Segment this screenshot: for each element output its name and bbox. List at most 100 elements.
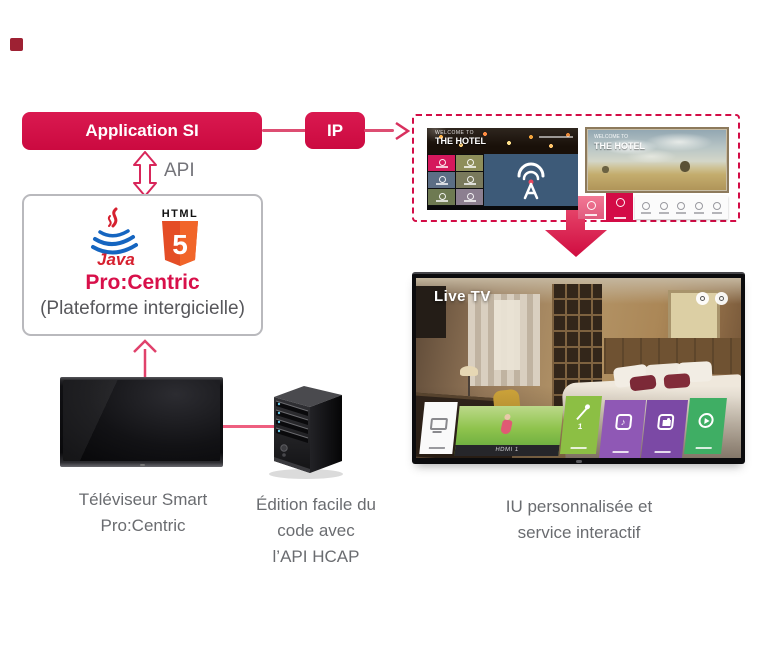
launcher-tile-home xyxy=(419,402,458,454)
application-si-label: Application SI xyxy=(85,121,199,140)
screen-gloss xyxy=(63,380,220,461)
welcome-text: WELCOME TO THE HOTEL xyxy=(435,130,486,146)
launcher-tile-music: ♪ xyxy=(598,400,647,458)
caption-server-line3: l’API HCAP xyxy=(272,547,360,566)
corner-marker xyxy=(10,38,23,51)
menu-item-icon xyxy=(657,201,671,214)
connector-appsi-ip xyxy=(262,129,306,132)
hotel-menu-screen: WELCOME TO THE HOTEL xyxy=(427,128,578,210)
html5-digit: 5 xyxy=(172,229,188,260)
java-text: Java xyxy=(97,250,135,268)
caption-server: Édition facile du code avec l’API HCAP xyxy=(240,492,392,570)
menu-tile xyxy=(428,155,455,171)
welcome-text: WELCOME TO THE HOTEL xyxy=(594,134,645,151)
screen-settings-button xyxy=(715,292,728,305)
logo-row: Java HTML 5 xyxy=(24,204,261,268)
lg-logo-dot xyxy=(575,460,582,463)
screen-bottom-bar xyxy=(427,206,578,210)
menu-item-icon xyxy=(710,201,724,214)
server-tower-icon xyxy=(269,386,343,479)
ip-label: IP xyxy=(326,120,344,140)
launcher-tile-media xyxy=(640,400,689,458)
caption-tv-line2: Pro:Centric xyxy=(100,516,186,535)
landscape-menu-row xyxy=(578,193,728,223)
tile-label xyxy=(695,447,712,449)
arrow-up-icon xyxy=(133,339,157,380)
launcher-tile-livetv: 1 xyxy=(559,396,603,454)
caption-ui: IU personnalisée et service interactif xyxy=(437,494,721,546)
html-text: HTML xyxy=(161,208,198,220)
api-double-arrow-icon xyxy=(133,151,157,197)
welcome-small: WELCOME TO xyxy=(435,130,474,136)
tile-label xyxy=(428,447,445,449)
music-icon: ♪ xyxy=(614,414,633,430)
application-si-node: Application SI xyxy=(22,112,262,150)
procentric-title: Pro:Centric xyxy=(85,271,200,294)
menu-tile-selected xyxy=(606,193,633,222)
tile-label xyxy=(570,447,587,449)
caption-tv-line1: Téléviseur Smart xyxy=(78,490,208,509)
launcher-tile-hdmi-preview: HDMI 1 xyxy=(454,406,564,456)
ip-node: IP xyxy=(305,112,365,149)
room-wall-tv xyxy=(416,286,446,338)
menu-item-icon xyxy=(674,201,688,214)
java-logo-icon: Java xyxy=(90,207,138,268)
menu-tile xyxy=(456,189,483,205)
room-lamp xyxy=(460,366,478,376)
broadcast-antenna-icon xyxy=(517,162,545,200)
live-tv-label: Live TV xyxy=(434,288,491,305)
broadcast-panel xyxy=(484,154,578,206)
livetv-television: Live TV HDMI 1 1 ♪ xyxy=(412,272,745,464)
menu-tile xyxy=(428,189,455,205)
tile-label xyxy=(611,451,629,453)
tv-icon xyxy=(429,418,448,430)
welcome-big: THE HOTEL xyxy=(435,135,486,146)
hotel-landscape-screen: WELCOME TO THE HOTEL xyxy=(585,127,729,193)
arrowhead-right-icon xyxy=(395,121,411,141)
caption-server-line2: code avec xyxy=(277,521,355,540)
caption-tv: Téléviseur Smart Pro:Centric xyxy=(38,487,248,539)
middleware-box: Java HTML 5 Pro:Centric (Plateforme inte… xyxy=(22,194,263,336)
screen-option-button xyxy=(696,292,709,305)
tile-label xyxy=(653,451,671,453)
power-button-icon xyxy=(280,444,288,452)
menu-tile xyxy=(428,172,455,188)
caption-ui-line1: IU personnalisée et xyxy=(505,497,653,516)
api-label: API xyxy=(164,160,195,181)
menu-tile-highlight xyxy=(578,196,604,219)
browser-icon xyxy=(697,413,714,428)
menu-item-icon xyxy=(639,201,653,214)
menu-tile xyxy=(456,155,483,171)
hotel-menu-header-photo: WELCOME TO THE HOTEL xyxy=(427,128,578,154)
menu-tile-grid xyxy=(427,154,484,206)
antenna-icon xyxy=(576,406,589,421)
hdmi-label: HDMI 1 xyxy=(454,445,560,456)
tv-logo-dot xyxy=(139,464,145,466)
menu-tile xyxy=(456,172,483,188)
caption-server-line1: Édition facile du xyxy=(255,495,377,514)
drive-bays xyxy=(275,400,309,443)
photo-icon xyxy=(656,414,675,430)
arrow-down-big-icon xyxy=(545,203,607,257)
connector-ip-screens xyxy=(364,129,394,132)
html5-logo-icon: HTML 5 xyxy=(161,208,198,266)
welcome-small: WELCOME TO xyxy=(594,134,628,140)
room-window xyxy=(494,300,520,370)
caption-ui-line2: service interactif xyxy=(517,523,641,542)
connector-tv-server xyxy=(223,425,278,428)
menu-item-icon xyxy=(692,201,706,214)
welcome-big: THE HOTEL xyxy=(594,140,645,151)
procentric-tv xyxy=(60,377,223,467)
livetv-screen: Live TV HDMI 1 1 ♪ xyxy=(416,278,741,458)
room-lamp-stem xyxy=(468,376,470,396)
tv-screen-off xyxy=(63,380,220,461)
header-info-text xyxy=(539,136,573,138)
middleware-subtitle: (Plateforme intergicielle) xyxy=(40,298,245,319)
tree-shape xyxy=(680,161,691,173)
landscape-painting: WELCOME TO THE HOTEL xyxy=(588,130,726,190)
photo-girl-body xyxy=(500,419,513,435)
channel-number: 1 xyxy=(577,422,583,431)
launcher-tile-browser xyxy=(684,398,727,454)
menu-items-bar xyxy=(635,196,728,219)
